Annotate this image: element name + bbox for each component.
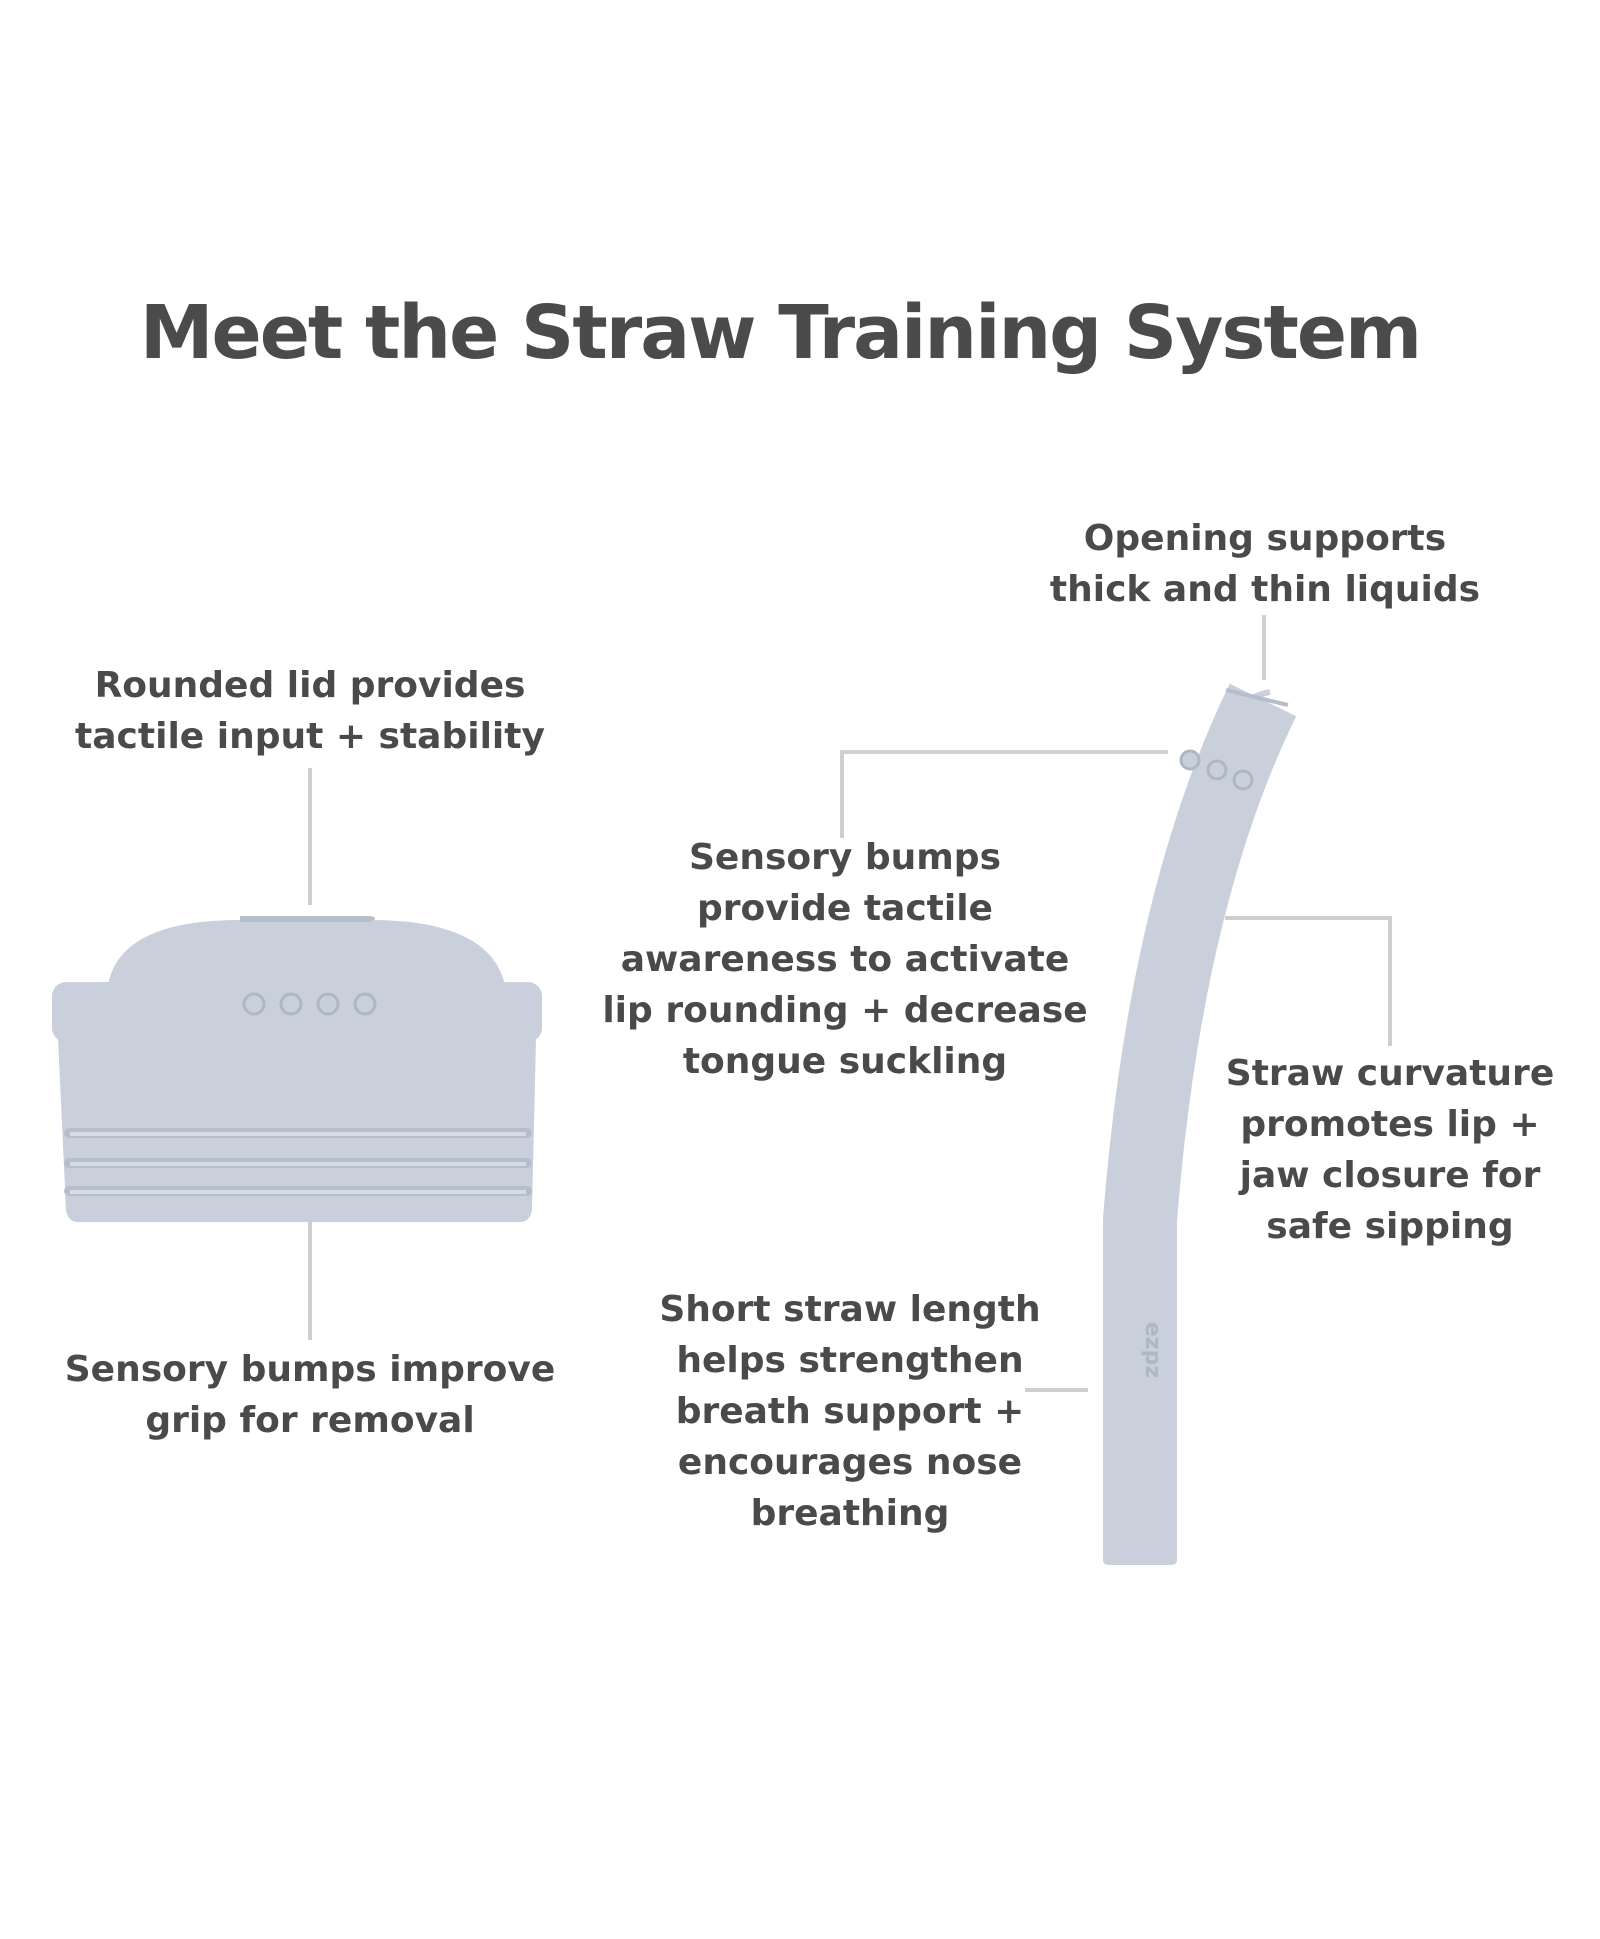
lid-dome <box>108 920 505 985</box>
length-callout: Short straw length helps strengthen brea… <box>659 1289 1041 1534</box>
lid-top-callout: Rounded lid provides tactile input + sta… <box>75 665 545 757</box>
lid-illustration <box>52 916 542 1222</box>
curvature-leader <box>1225 916 1392 1046</box>
lid-sensory-bumps <box>242 992 377 1016</box>
page-title: Meet the Straw Training System <box>139 290 1422 376</box>
straw-sensory-bumps <box>1179 749 1254 791</box>
straw-illustration <box>1103 683 1297 1565</box>
opening-callout: Opening supports thick and thin liquids <box>1049 518 1481 610</box>
straw-bumps-callout: Sensory bumps provide tactile awareness … <box>602 837 1088 1082</box>
lid-bottom-callout: Sensory bumps improve grip for removal <box>64 1349 556 1441</box>
bumps-leader <box>840 750 1168 838</box>
brand-logo: ezpz <box>1140 1321 1165 1379</box>
curvature-callout: Straw curvature promotes lip + jaw closu… <box>1225 1053 1555 1247</box>
